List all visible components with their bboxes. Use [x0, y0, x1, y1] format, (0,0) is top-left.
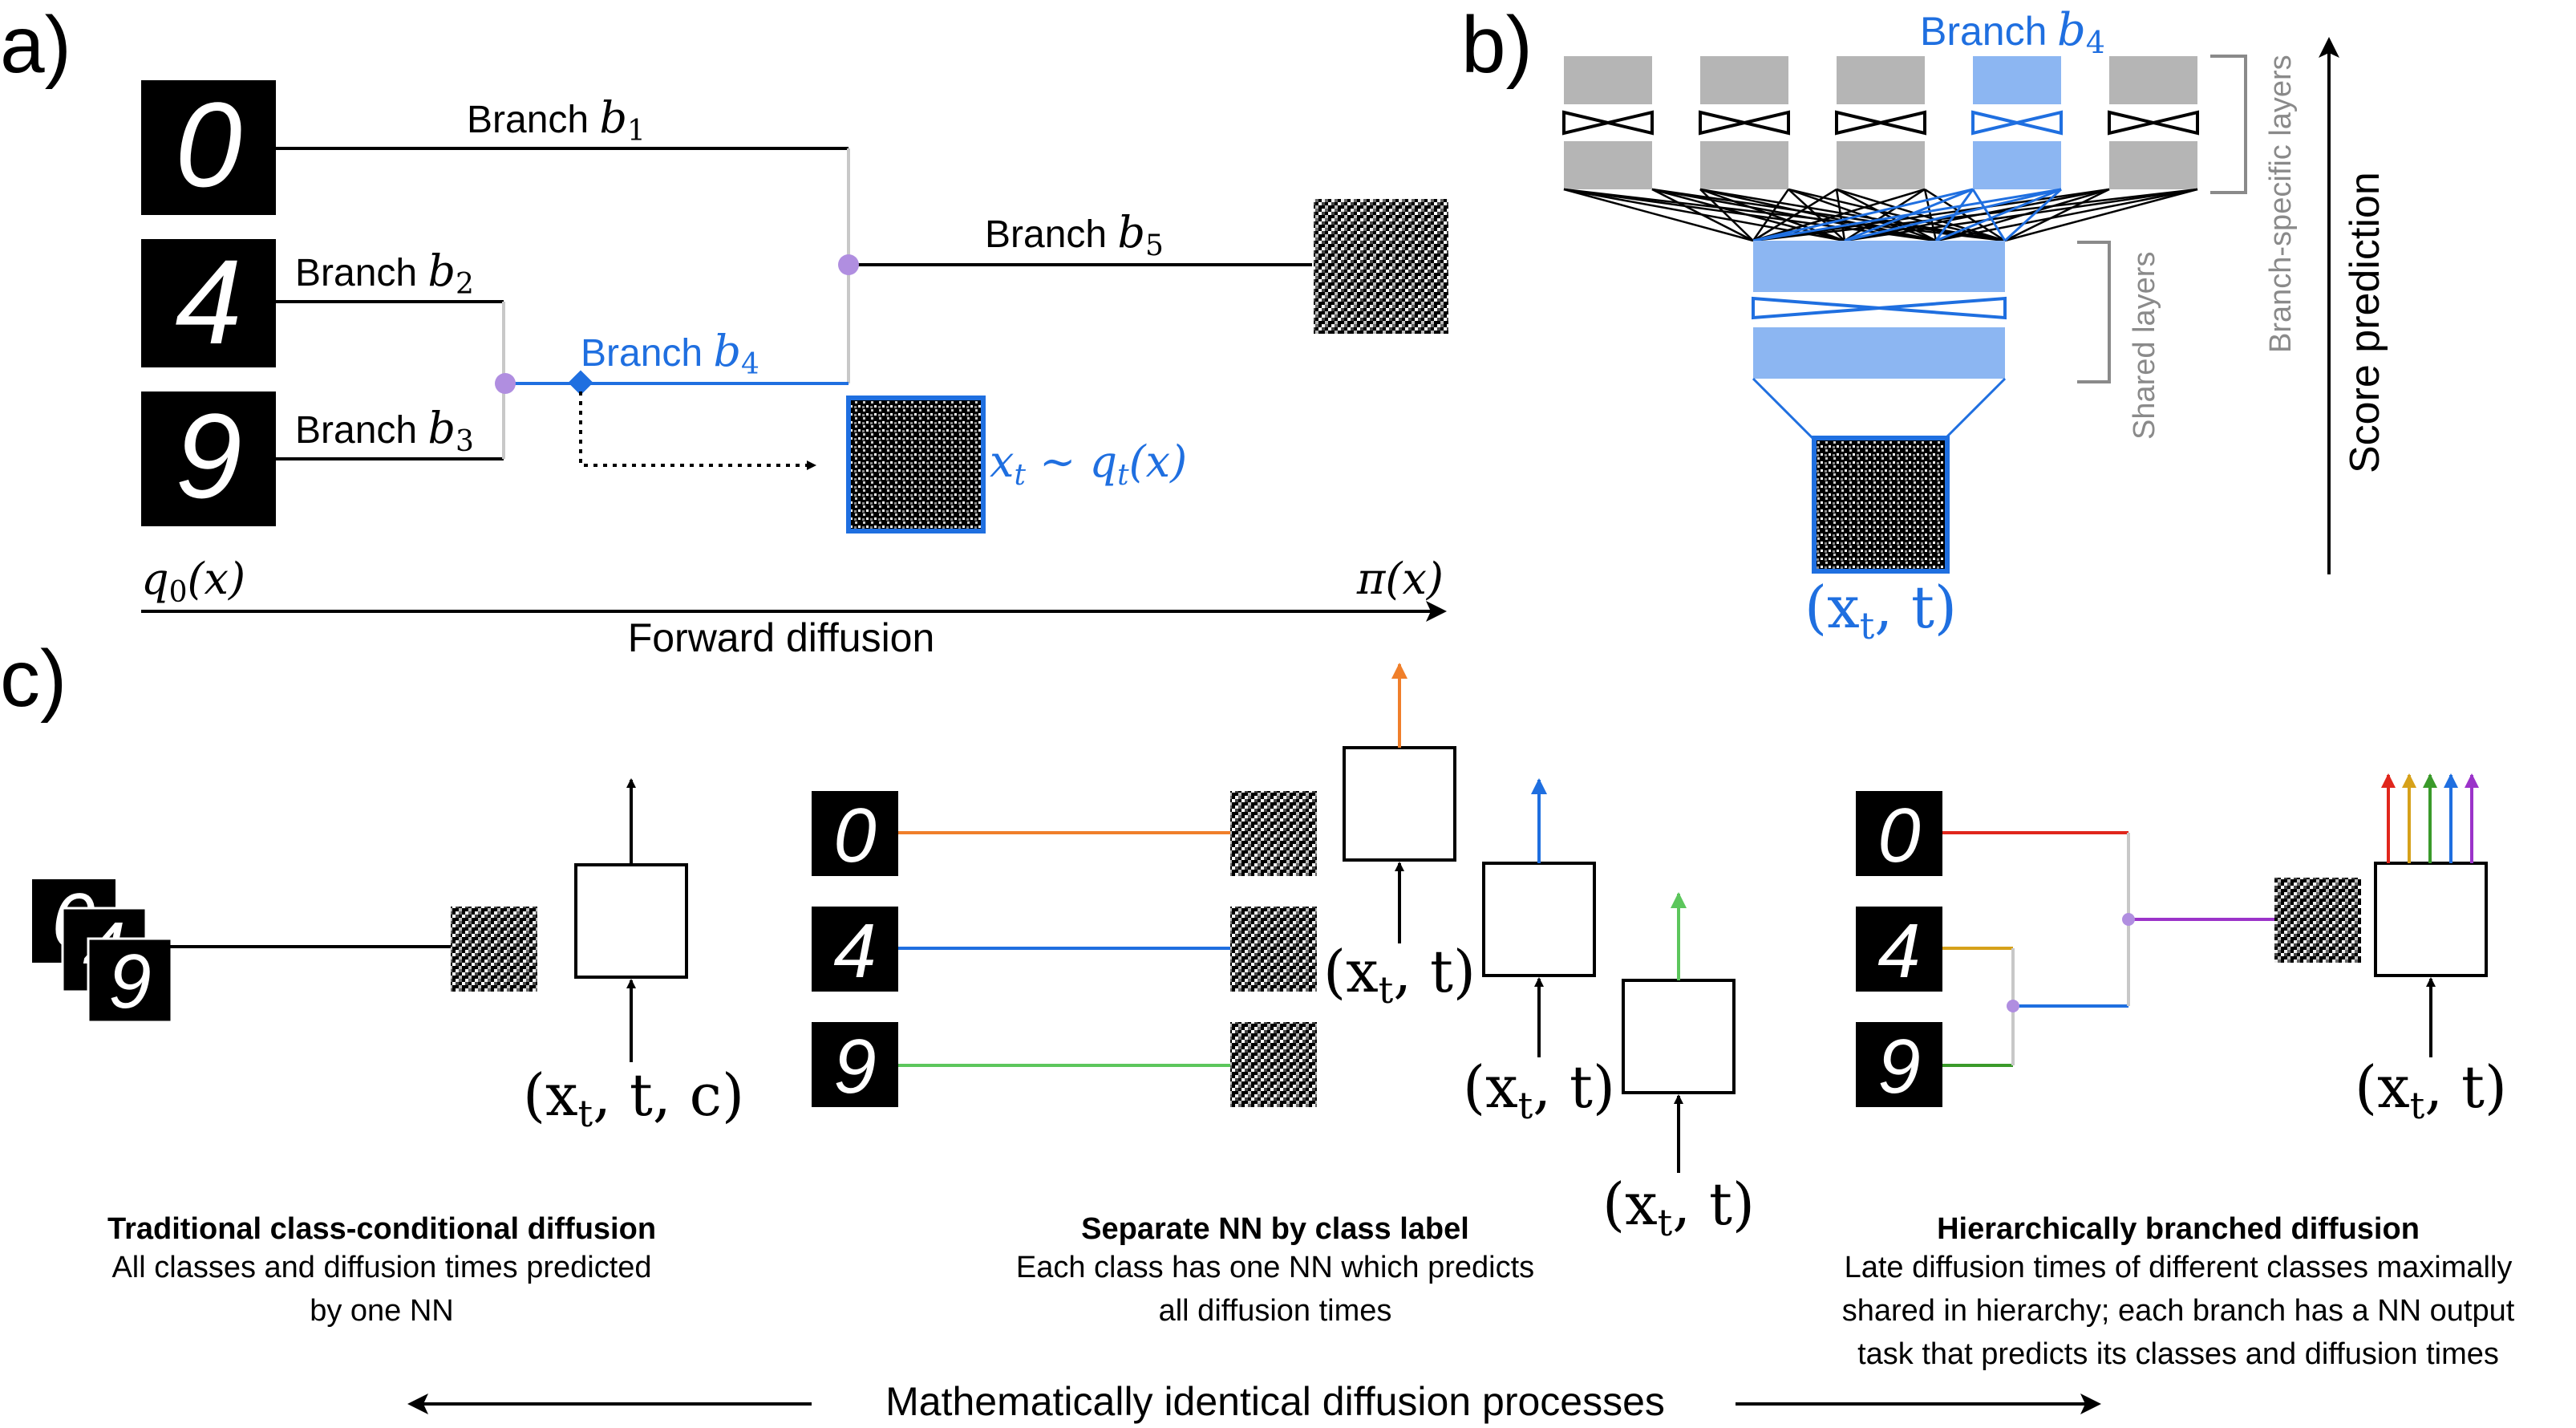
hier-digit-9: 9	[1877, 1024, 1920, 1110]
separate-desc-2: all diffusion times	[1159, 1294, 1392, 1328]
separate-title: Separate NN by class label	[1081, 1212, 1469, 1246]
pi-label: π(x)	[1356, 554, 1444, 604]
hier-input-label: (xt, t)	[2355, 1053, 2507, 1127]
panel-b-input-label: (xt, t)	[1804, 574, 1957, 647]
xt-distribution-label: xt ∼ qt(x)	[990, 436, 1187, 492]
sample-dotted-arrow	[579, 391, 816, 470]
hier-node-lower	[2007, 1000, 2019, 1012]
hierarchical-desc-1: Late diffusion times of different classe…	[1845, 1251, 2513, 1284]
separate-nn-box-orange	[1343, 746, 1456, 862]
forward-diffusion-label: Forward diffusion	[628, 615, 935, 660]
separate-input-label-green: (xt, t)	[1602, 1170, 1755, 1244]
fan-connections	[1563, 188, 2198, 242]
branch-block-b2	[1699, 56, 1790, 189]
hierarchical-digits: 0 4 9	[1856, 791, 1942, 1110]
hier-noise	[2274, 878, 2361, 963]
branch-specific-blocks	[1562, 56, 2199, 189]
branch-b3-label: Branch b3	[295, 403, 474, 458]
fan-connections-b4	[1752, 188, 2063, 242]
traditional-input-label: (xt, t, c)	[523, 1061, 744, 1135]
branch-b4-label: Branch b4	[581, 326, 759, 381]
panel-label-c: c)	[0, 634, 67, 724]
input-noisy-image	[1812, 436, 1950, 574]
hier-nn-box	[2374, 862, 2488, 977]
separate-digit-9: 9	[833, 1024, 876, 1110]
branch-specific-label: Branch-specific layers	[2264, 55, 2298, 353]
q0-label: q0(x)	[141, 554, 245, 609]
bottom-label: Mathematically identical diffusion proce…	[885, 1379, 1665, 1424]
stack-digit-9: 9	[108, 939, 151, 1024]
digit-tile-9: 9	[141, 388, 276, 526]
branch-specific-bracket	[2210, 55, 2247, 194]
traditional-stack: 0 4 9	[32, 878, 173, 1024]
separate-digit-0: 0	[833, 793, 876, 878]
shared-label: Shared layers	[2128, 252, 2161, 440]
panel-label-a: a)	[0, 0, 71, 90]
separate-noise-green	[1230, 1022, 1317, 1107]
panel-b-branch-label: Branch b4	[1920, 4, 2105, 60]
separate-nn-box-blue	[1482, 862, 1596, 977]
score-prediction-label: Score prediction	[2342, 172, 2388, 473]
merge-node-b5	[838, 254, 859, 275]
branch-b1-label: Branch b1	[467, 92, 646, 148]
digit-tile-0: 0	[141, 77, 276, 215]
hierarchical-title: Hierarchically branched diffusion	[1937, 1212, 2420, 1246]
branch-b5-label: Branch b5	[985, 207, 1164, 262]
noise-image-pi	[1314, 199, 1448, 334]
shared-to-input-lines	[1752, 377, 2007, 440]
hier-digit-0: 0	[1877, 793, 1920, 878]
digit-4-glyph: 4	[175, 234, 241, 369]
separate-noise-orange	[1230, 791, 1317, 876]
separate-digits: 0 4 9	[812, 791, 898, 1110]
traditional-desc-1: All classes and diffusion times predicte…	[111, 1251, 651, 1284]
separate-input-label-orange: (xt, t)	[1323, 938, 1476, 1012]
digit-tile-4: 4	[141, 234, 276, 369]
panel-label-b: b)	[1461, 0, 1533, 90]
separate-noise-blue	[1230, 907, 1317, 992]
separate-input-label-blue: (xt, t)	[1463, 1053, 1615, 1127]
hierarchical-desc-2: shared in hierarchy; each branch has a N…	[1842, 1294, 2515, 1328]
shared-bracket	[2077, 241, 2111, 383]
branch-block-b3	[1835, 56, 1926, 189]
digit-0-glyph: 0	[175, 77, 241, 212]
traditional-title: Traditional class-conditional diffusion	[107, 1212, 656, 1246]
separate-desc-1: Each class has one NN which predicts	[1016, 1251, 1534, 1284]
branch-b2-label: Branch b2	[295, 245, 474, 301]
hierarchical-desc-3: task that predicts its classes and diffu…	[1857, 1337, 2499, 1371]
branch-block-b4	[1971, 56, 2063, 189]
hier-digit-4: 4	[1877, 908, 1920, 994]
traditional-nn-box	[574, 863, 688, 979]
traditional-noise	[451, 907, 537, 992]
separate-nn-box-green	[1622, 979, 1736, 1094]
branch-block-b5	[2108, 56, 2199, 189]
traditional-desc-2: by one NN	[310, 1294, 454, 1328]
merge-node-b4	[495, 373, 516, 394]
shared-layers-block	[1752, 241, 2007, 379]
branch-block-b1	[1562, 56, 1654, 189]
separate-digit-4: 4	[833, 908, 876, 994]
digit-9-glyph: 9	[175, 388, 241, 523]
sample-point-diamond	[568, 370, 593, 396]
noisy-sample-xt	[846, 396, 986, 533]
hier-node-upper	[2122, 913, 2135, 926]
